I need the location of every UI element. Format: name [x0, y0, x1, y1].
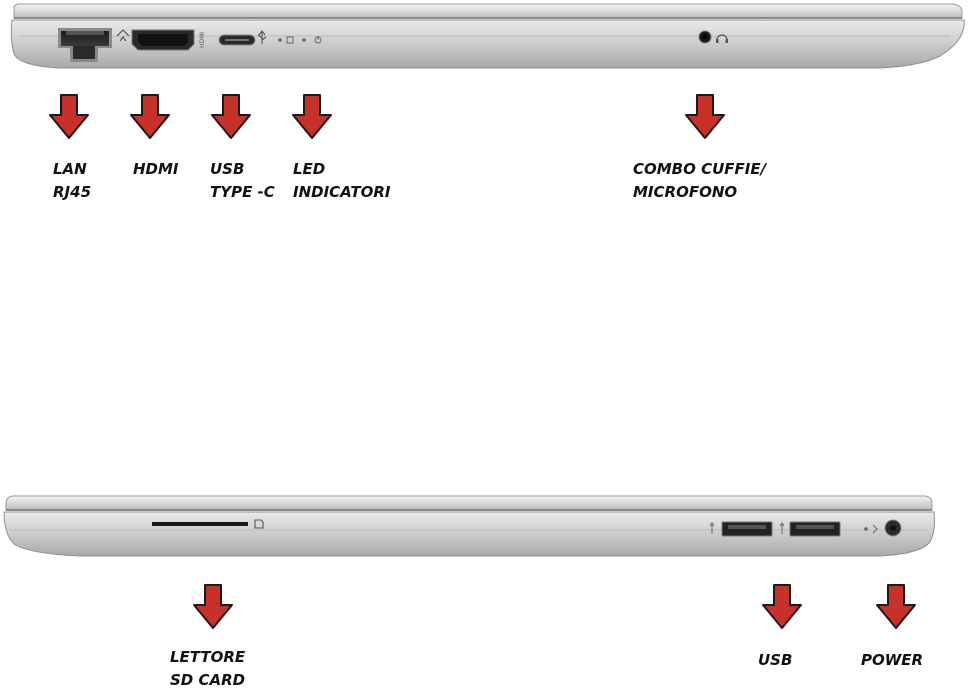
label-usb: USB	[758, 649, 792, 672]
laptop-right-side-view	[3, 495, 935, 557]
usb-symbol-icon	[257, 30, 267, 44]
power-jack	[884, 519, 902, 537]
ss-usb-icon-2	[779, 522, 785, 534]
label-usb-c: USB TYPE -C	[210, 158, 275, 204]
label-usb-c-line1: USB	[210, 160, 245, 178]
label-lan-line1: LAN	[53, 160, 87, 178]
usb-c-port	[218, 34, 256, 46]
label-audio-line2: MICROFONO	[633, 183, 738, 201]
usb-port-1	[721, 521, 773, 537]
laptop-base	[10, 19, 965, 69]
label-hdmi: HDMI	[133, 158, 179, 181]
hdmi-port-mark: HDMI	[199, 32, 206, 48]
label-sd-card: LETTORE SD CARD	[170, 646, 245, 692]
label-usb-c-line2: TYPE -C	[210, 183, 275, 201]
label-hdmi-line1: HDMI	[133, 160, 179, 178]
led-indicators	[278, 36, 322, 44]
label-audio: COMBO CUFFIE/ MICROFONO	[633, 158, 766, 204]
label-sd-card-line2: SD CARD	[170, 671, 246, 689]
label-sd-card-line1: LETTORE	[170, 648, 246, 666]
laptop-lid	[5, 495, 933, 511]
hdmi-port	[131, 29, 195, 51]
arrow-hdmi	[130, 94, 170, 139]
arrow-usb-c	[211, 94, 251, 139]
label-led-line2: INDICATORI	[293, 183, 391, 201]
arrow-sd-card	[193, 584, 233, 629]
label-led: LED INDICATORI	[293, 158, 390, 204]
headset-icon	[716, 34, 728, 43]
arrow-audio	[685, 94, 725, 139]
audio-combo-jack	[698, 30, 712, 44]
sd-card-slot	[152, 522, 248, 526]
laptop-lid	[13, 3, 963, 19]
label-lan-line2: RJ45	[53, 183, 92, 201]
power-led-icon	[864, 524, 878, 534]
sd-card-icon	[254, 519, 264, 529]
label-power-line1: POWER	[861, 651, 924, 669]
usb-port-2	[789, 521, 841, 537]
arrow-led	[292, 94, 332, 139]
lan-icon	[116, 29, 130, 42]
label-audio-line1: COMBO CUFFIE/	[633, 160, 767, 178]
arrow-lan	[49, 94, 89, 139]
arrow-power	[876, 584, 916, 629]
lan-port	[58, 28, 112, 62]
label-power: POWER	[861, 649, 923, 672]
laptop-left-side-view: HDMI	[10, 3, 965, 69]
ss-usb-icon	[709, 522, 715, 534]
label-usb-line1: USB	[758, 651, 793, 669]
label-lan: LAN RJ45	[53, 158, 91, 204]
arrow-usb	[762, 584, 802, 629]
label-led-line1: LED	[293, 160, 326, 178]
